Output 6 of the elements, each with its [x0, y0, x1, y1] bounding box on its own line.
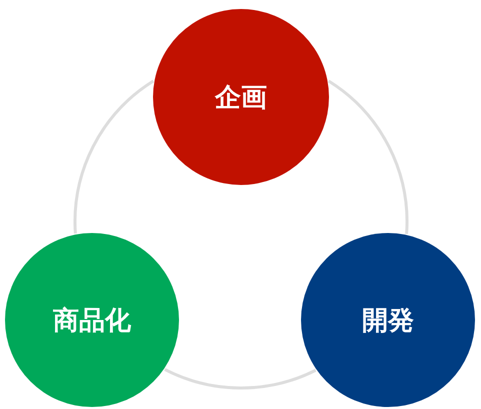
step-circle: 商品化	[5, 233, 179, 407]
connector-arc	[74, 80, 154, 234]
step-circle: 企画	[153, 9, 329, 185]
connector-arc	[328, 80, 408, 234]
step-circle: 開発	[301, 233, 475, 407]
connector-arc	[164, 368, 316, 390]
